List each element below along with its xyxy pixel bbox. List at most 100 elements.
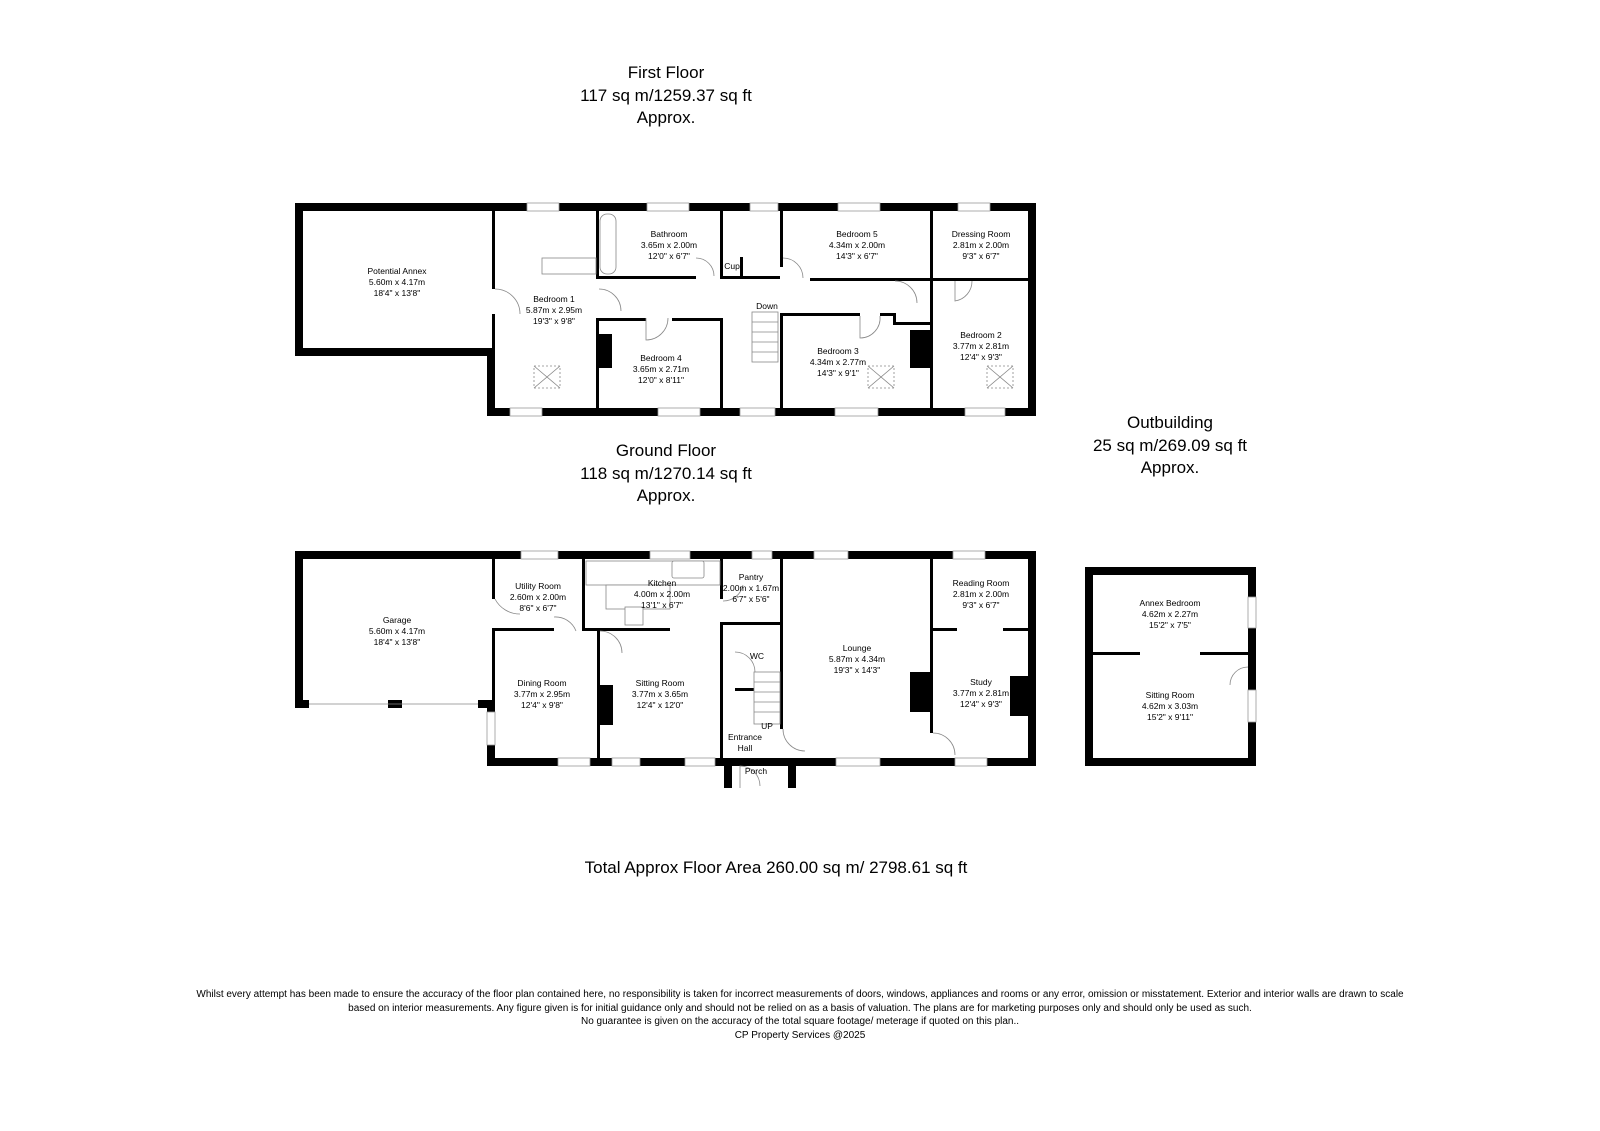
room-name: Sitting Room [635,678,685,688]
room-name: WC [749,651,765,661]
room-metric: 5.87m x 4.34m [828,654,886,664]
ground-floor-approx: Approx. [636,486,696,505]
room-name: Pantry [738,572,764,582]
room-metric: 2.60m x 2.00m [509,592,567,602]
room-name: Sitting Room [1145,690,1195,700]
room-name: Study [970,677,992,687]
room-name: Porch [744,766,768,776]
room-name: Dining Room [517,678,567,688]
room-metric: 2.81m x 2.00m [952,240,1010,250]
outbuilding-approx: Approx. [1140,458,1200,477]
room-name: Bedroom 2 [960,330,1002,340]
first-floor-name: First Floor [627,63,705,82]
disclaimer: Whilst every attempt has been made to en… [0,988,1600,1042]
room-name: UP [761,721,773,731]
outbuilding-name: Outbuilding [1126,413,1214,432]
room-imperial: 19'3" x 9'8" [533,316,575,326]
outbuilding-walls [1085,567,1256,766]
room-metric: 2.81m x 2.00m [952,589,1010,599]
room-metric: 4.62m x 3.03m [1141,701,1199,711]
room-imperial: 12'4" x 9'3" [960,352,1002,362]
room-metric: 3.77m x 3.65m [631,689,689,699]
disclaimer-line: based on interior measurements. Any figu… [348,1002,1252,1014]
room-name: Bathroom [650,229,688,239]
room-metric: 3.65m x 2.00m [640,240,698,250]
room-metric: 5.60m x 4.17m [368,277,426,287]
room-name: Dressing Room [951,229,1011,239]
stairs-up-label: UP [761,721,773,732]
outbuilding-area: 25 sq m/269.09 sq ft [1092,435,1248,455]
room-wc: WC [750,651,764,662]
room-imperial: 19'3" x 14'3" [833,665,881,675]
room-metric: 3.77m x 2.81m [952,688,1010,698]
room-metric: 4.62m x 2.27m [1141,609,1199,619]
room-imperial: 13'1" x 6'7" [641,600,683,610]
room-imperial: 12'0" x 8'11" [637,375,684,385]
room-imperial: 12'4" x 12'0" [636,700,684,710]
room-name: Bedroom 5 [836,229,878,239]
room-metric: 3.65m x 2.71m [632,364,690,374]
room-imperial: 8'6" x 6'7" [519,603,557,613]
room-imperial: 12'0" x 6'7" [648,251,690,261]
first-floor-title: First Floor 117 sq m/1259.37 sq ft Appro… [580,62,752,130]
ground-floor-fixtures [309,560,956,788]
room-metric: 3.77m x 2.81m [952,341,1010,351]
total-floor-area: Total Approx Floor Area 260.00 sq m/ 279… [584,858,968,877]
first-floor-windows [509,202,1006,417]
room-imperial: 18'4" x 13'8" [373,637,421,647]
room-imperial: 14'3" x 9'1" [817,368,859,378]
room-metric: 5.60m x 4.17m [368,626,426,636]
room-imperial: 9'3" x 6'7" [962,600,1000,610]
room-porch: Porch [745,766,767,777]
room-name: Annex Bedroom [1139,598,1201,608]
room-metric: 3.77m x 2.95m [513,689,571,699]
room-imperial: 6'7" x 5'6" [732,594,770,604]
room-name: Garage [382,615,412,625]
room-name: Bedroom 3 [817,346,859,356]
room-name: Entrance [727,732,763,742]
room-name: Utility Room [515,581,561,591]
room-name: Bedroom 1 [533,294,575,304]
room-imperial: 9'3" x 6'7" [962,251,1000,261]
room-imperial: 15'2" x 9'11" [1146,712,1193,722]
room-name: Bedroom 4 [640,353,682,363]
first-floor-area: 117 sq m/1259.37 sq ft [580,85,752,105]
room-name: Cup [724,261,740,271]
room-imperial: 12'4" x 9'3" [960,699,1002,709]
room-name: Lounge [842,643,872,653]
disclaimer-line: No guarantee is given on the accuracy of… [580,1016,1020,1028]
outbuilding-windows [1229,596,1257,723]
outbuilding-title: Outbuilding 25 sq m/269.09 sq ft Approx. [1093,412,1247,480]
room-imperial: 14'3" x 6'7" [836,251,878,261]
room-name: Kitchen [647,578,677,588]
room-imperial: 18'4" x 13'8" [373,288,421,298]
ground-floor-area: 118 sq m/1270.14 sq ft [580,463,752,483]
first-floor-fixtures [494,213,1014,389]
room-name: Potential Annex [367,266,427,276]
room-name: Down [756,301,778,311]
first-floor-approx: Approx. [636,108,696,127]
room-metric: 4.34m x 2.77m [809,357,867,367]
ground-floor-name: Ground Floor [615,441,717,460]
ground-floor-title: Ground Floor 118 sq m/1270.14 sq ft Appr… [580,440,752,508]
room-cupboard: Cup [724,261,740,272]
room-name: Reading Room [952,578,1010,588]
room-imperial: 12'4" x 9'8" [521,700,563,710]
